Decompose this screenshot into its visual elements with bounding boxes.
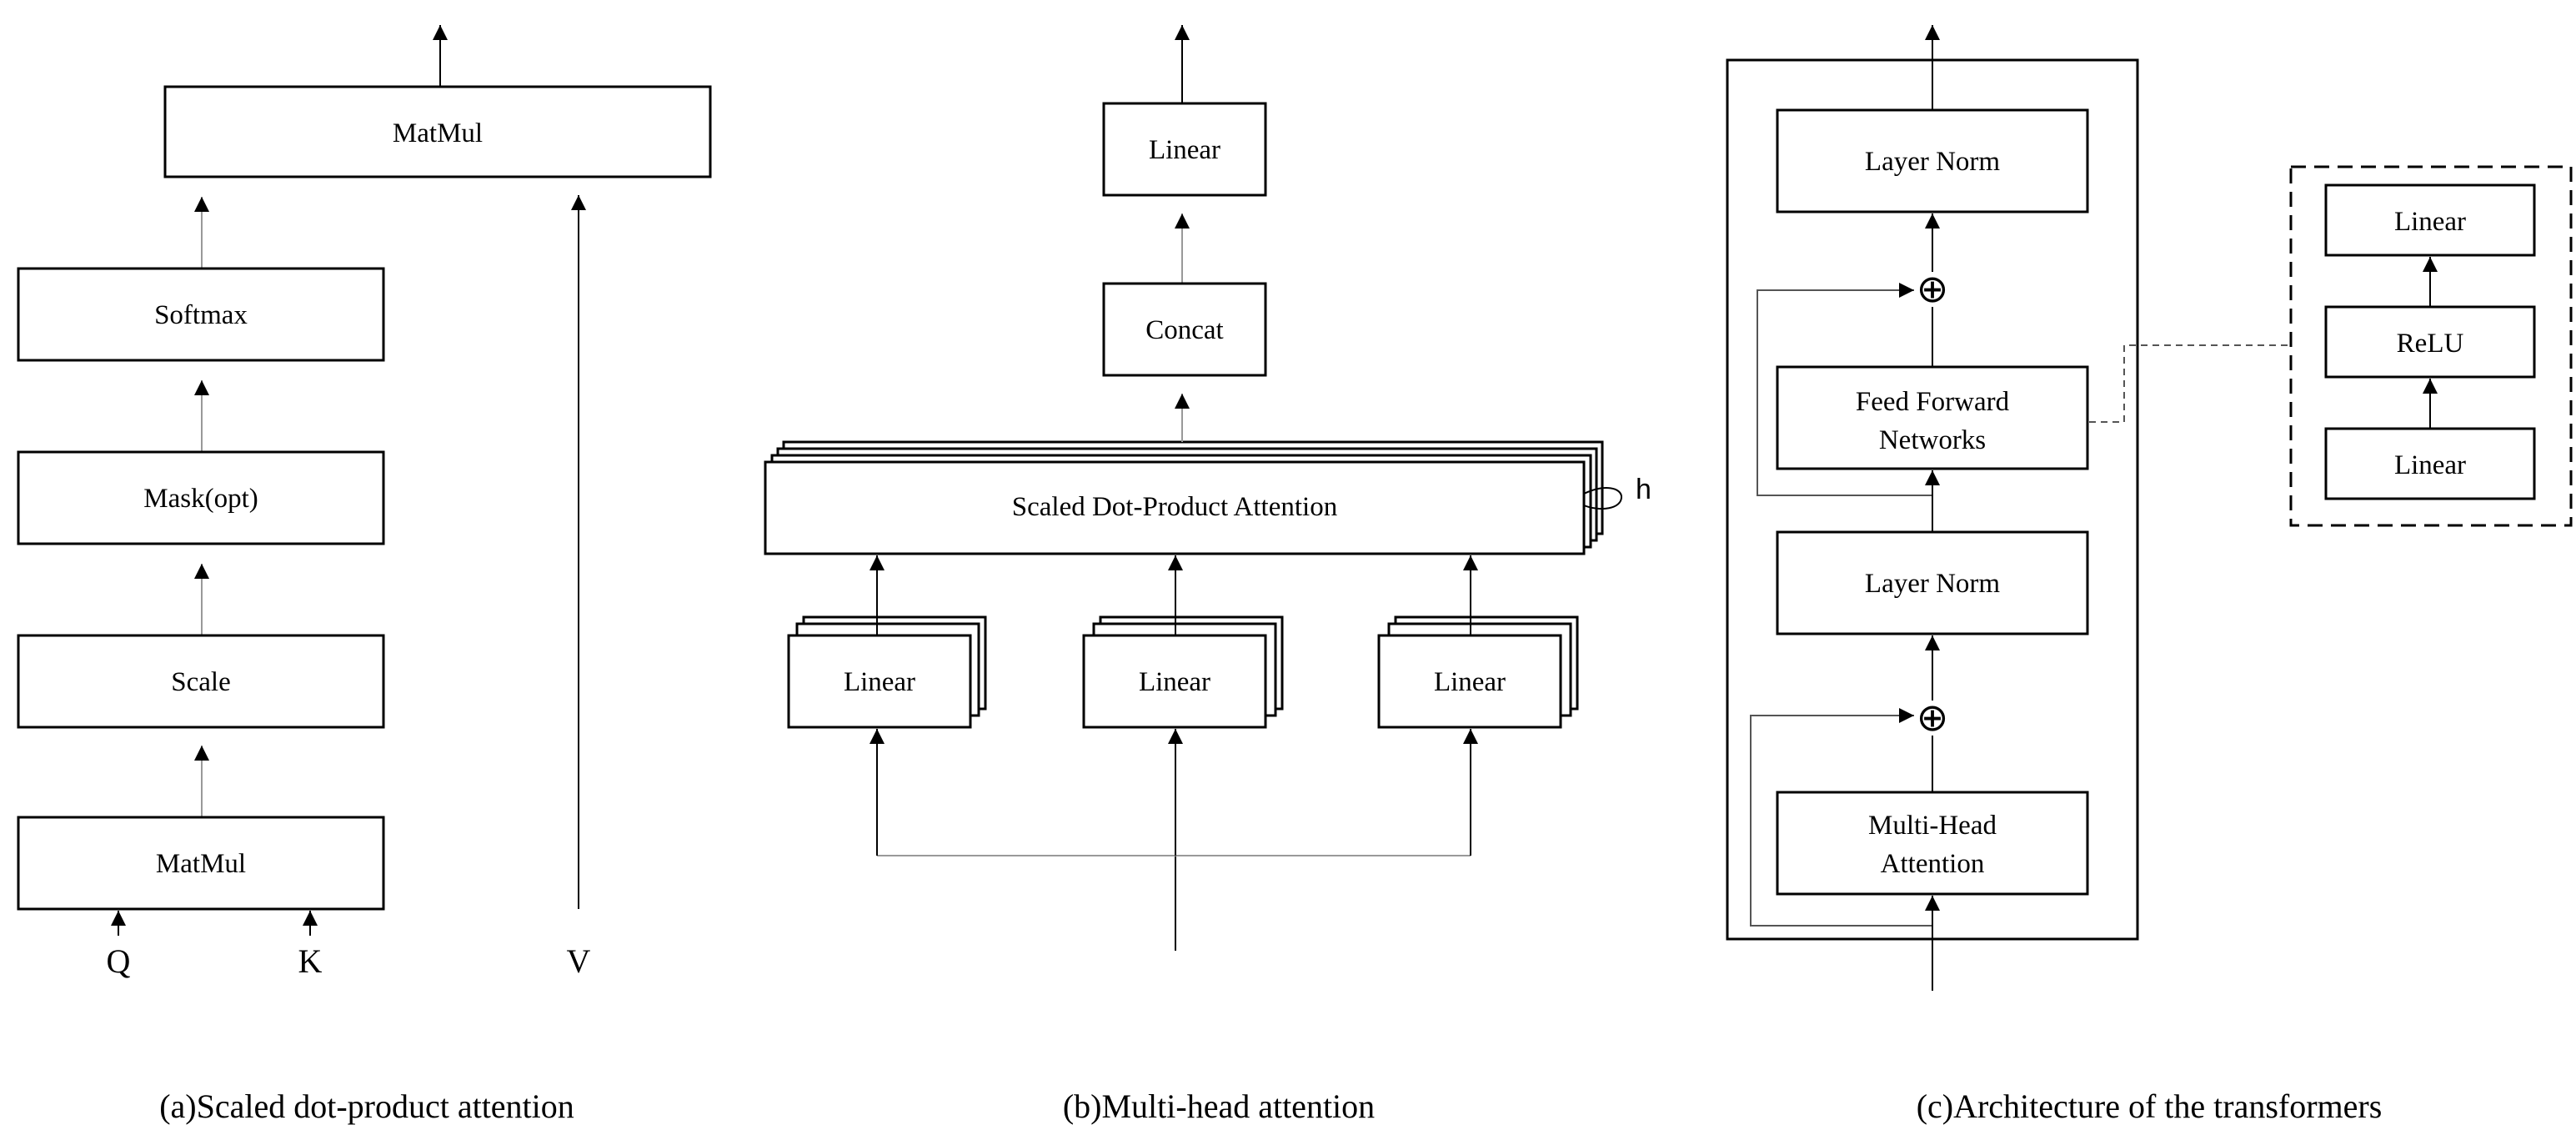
- linear-out-label: Linear: [1149, 135, 1220, 165]
- matmul-bottom-box: [17, 816, 385, 911]
- ffn-detail-relu-box: [2324, 305, 2536, 379]
- add-top-symbol: ⊕: [1917, 268, 1949, 310]
- layer-norm-top-label: Layer Norm: [1865, 147, 2001, 177]
- softmax-label: Softmax: [154, 300, 248, 330]
- scale-box: [17, 634, 385, 729]
- mha-label-line2: Attention: [1881, 849, 1985, 879]
- mask-box: [17, 450, 385, 545]
- residual-top-arrow: [1757, 283, 1932, 496]
- mha-box: [1776, 791, 2089, 896]
- caption-c: (c)Architecture of the transformers: [1917, 1087, 2383, 1125]
- linear-3-label: Linear: [1434, 667, 1506, 697]
- panel-b: Linear Concat Scaled Dot-Product Attenti…: [764, 25, 1651, 1125]
- ffn-detail-relu-label: ReLU: [2397, 329, 2464, 359]
- ffn-label-line1: Feed Forward: [1856, 387, 2010, 417]
- mha-label-line1: Multi-Head: [1868, 811, 1997, 841]
- mask-label: Mask(opt): [143, 484, 258, 514]
- add-bottom-symbol: ⊕: [1917, 696, 1949, 739]
- panel-a: MatMul Softmax Mask(opt) Scale MatMul Q …: [17, 25, 712, 1125]
- heads-label: h: [1636, 474, 1651, 505]
- ffn-detail-frame: [2289, 165, 2573, 527]
- caption-a: (a)Scaled dot-product attention: [159, 1087, 574, 1125]
- residual-bottom-arrow: [1750, 708, 1932, 927]
- scale-label: Scale: [171, 667, 230, 697]
- concat-box: [1102, 282, 1267, 377]
- layer-norm-bottom-label: Layer Norm: [1865, 569, 2001, 599]
- linear-3-box: [1377, 634, 1562, 729]
- ffn-label-line2: Networks: [1879, 425, 1986, 455]
- ffn-detail-linear-top-label: Linear: [2394, 207, 2466, 237]
- heads-loop: [1583, 487, 1623, 510]
- ffn-box: [1776, 365, 2089, 470]
- input-q-label: Q: [107, 942, 131, 980]
- layer-norm-bottom-box: [1776, 530, 2089, 635]
- matmul-top-box: [163, 85, 712, 178]
- matmul-top-label: MatMul: [393, 118, 483, 148]
- ffn-detail-linear-bottom-label: Linear: [2394, 450, 2466, 480]
- linear-1-box: [787, 634, 972, 729]
- concat-label: Concat: [1145, 315, 1223, 345]
- panel-c: Layer Norm ⊕ Feed Forward Networks Layer…: [1726, 25, 2573, 1125]
- linear-out-box: [1102, 102, 1267, 197]
- attention-box: [764, 460, 1586, 555]
- matmul-bottom-label: MatMul: [156, 849, 246, 879]
- ffn-detail-connector: [2089, 344, 2291, 423]
- ffn-detail-linear-top-box: [2324, 183, 2536, 257]
- caption-b: (b)Multi-head attention: [1063, 1087, 1375, 1125]
- ffn-detail-linear-bottom-box: [2324, 427, 2536, 500]
- softmax-box: [17, 267, 385, 362]
- layer-norm-top-box: [1776, 108, 2089, 213]
- input-k-label: K: [298, 942, 323, 980]
- linear-2-box: [1082, 634, 1267, 729]
- input-v-label: V: [567, 942, 591, 980]
- attention-label: Scaled Dot-Product Attention: [1012, 492, 1337, 522]
- linear-1-label: Linear: [844, 667, 915, 697]
- linear-2-label: Linear: [1139, 667, 1210, 697]
